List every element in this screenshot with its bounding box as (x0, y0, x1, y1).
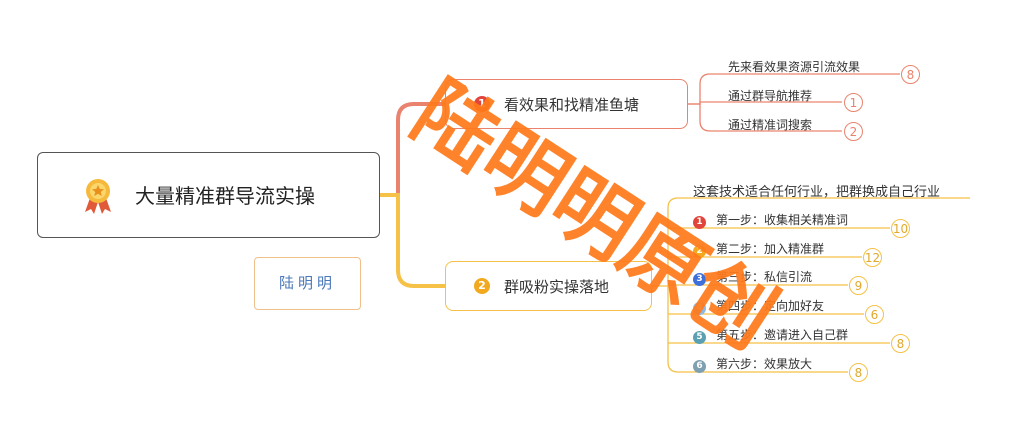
number-badge-icon: 1 (474, 96, 490, 112)
count-badge: 1 (844, 93, 863, 112)
step-label: 第五步：邀请进入自己群 (716, 328, 849, 342)
branch-topic-label: 群吸粉实操落地 (504, 278, 610, 296)
step-number-icon: 6 (693, 360, 706, 373)
count-badge: 8 (891, 334, 910, 353)
count-badge: 12 (863, 248, 882, 267)
branch-topic-label: 看效果和找精准鱼塘 (504, 96, 640, 114)
author-label[interactable]: 陆明明 (254, 257, 361, 310)
step-label: 第二步：加入精准群 (716, 242, 825, 256)
count-badge: 8 (901, 65, 920, 84)
branch-topic-1[interactable]: 1 看效果和找精准鱼塘 (445, 79, 688, 129)
step-item[interactable]: 2 第二步：加入精准群 (693, 240, 824, 258)
central-topic-title: 大量精准群导流实操 (135, 184, 315, 208)
step-number-icon: 2 (693, 245, 706, 258)
step-number-icon: 4 (693, 302, 706, 315)
step-label: 第四步：定向加好友 (716, 299, 825, 313)
count-badge: 8 (849, 363, 868, 382)
step-label: 第一步：收集相关精准词 (716, 213, 849, 227)
step-number-icon: 1 (693, 216, 706, 229)
count-badge: 6 (865, 305, 884, 324)
step-item[interactable]: 4 第四步：定向加好友 (693, 297, 824, 315)
step-number-icon: 3 (693, 273, 706, 286)
number-badge-icon: 2 (474, 278, 490, 294)
step-item[interactable]: 5 第五步：邀请进入自己群 (693, 326, 848, 344)
count-badge: 9 (849, 276, 868, 295)
step-item[interactable]: 1 第一步：收集相关精准词 (693, 211, 848, 229)
step-item[interactable]: 3 第三步：私信引流 (693, 268, 812, 286)
subtopic-label[interactable]: 先来看效果资源引流效果 (728, 60, 861, 74)
branch-topic-2[interactable]: 2 群吸粉实操落地 (445, 261, 652, 311)
medal-icon (85, 179, 111, 214)
count-badge: 2 (844, 122, 863, 141)
subtopic-label[interactable]: 通过群导航推荐 (728, 89, 813, 103)
step-number-icon: 5 (693, 331, 706, 344)
subtopic-label[interactable]: 通过精准词搜索 (728, 118, 813, 132)
step-label: 第六步：效果放大 (716, 357, 813, 371)
count-badge: 10 (891, 219, 910, 238)
step-label: 第三步：私信引流 (716, 270, 813, 284)
subtopic-note[interactable]: 这套技术适合任何行业，把群换成自己行业 (693, 185, 941, 200)
step-item[interactable]: 6 第六步：效果放大 (693, 355, 812, 373)
